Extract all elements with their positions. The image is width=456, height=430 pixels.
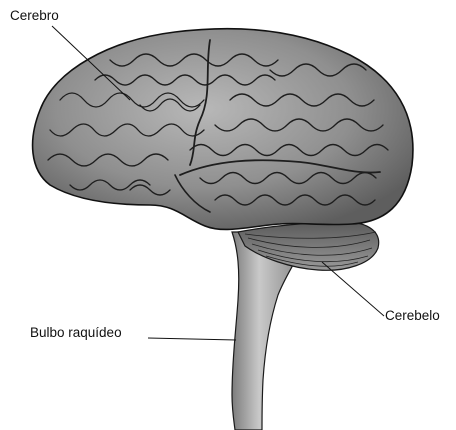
bulbo-leader-line — [148, 338, 236, 340]
cerebrum — [33, 29, 413, 230]
cerebro-label: Cerebro — [10, 8, 59, 23]
bulbo-raquideo-label: Bulbo raquídeo — [30, 325, 122, 340]
cerebelo-label: Cerebelo — [385, 308, 440, 323]
cerebelo-leader-line — [322, 262, 384, 316]
